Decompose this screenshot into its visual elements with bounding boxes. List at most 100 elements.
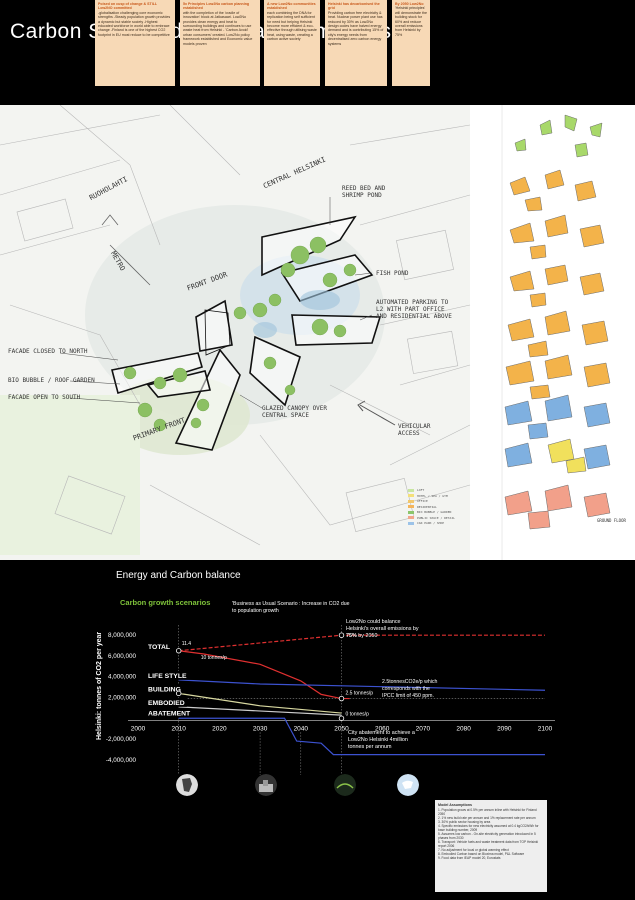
legend: LOFT HOTEL / SPA / GYM OFFICE RESIDENTIA… [408, 488, 474, 527]
bau-note: 'Business as Usual Scenario : Increase i… [232, 601, 350, 607]
x-tick-label: 2080 [456, 725, 471, 732]
series-label: BUILDING [148, 686, 181, 693]
x-tick-label: 2010 [171, 725, 186, 732]
assumption-item: 7. No adjustment for local or global war… [438, 848, 509, 852]
series-label-bg [146, 708, 192, 718]
x-tick-label: 2100 [538, 725, 553, 732]
low2no-note: 75% by 2050 [346, 633, 377, 639]
legend-item: PUBLIC SPACE / RETAIL [408, 516, 474, 520]
assumption-item: 3. 30% public sector housing by area [438, 820, 491, 824]
legend-swatch [408, 521, 414, 525]
series-line-abatement [178, 717, 545, 756]
legend-swatch [408, 505, 414, 508]
model-assumptions: Model Assumptions 1. Population grows at… [435, 800, 547, 892]
low2no-note: Helsinki's overall emissions by [346, 626, 419, 632]
assumption-item: 8. Embodied Carbon based on Bioxima mode… [438, 852, 525, 856]
timeline-box-body: -globalisation challenging core economic… [98, 10, 171, 37]
data-point [338, 695, 345, 702]
label-facade-north: FACADE CLOSED TO NORTH [8, 348, 88, 355]
x-tick-label: 2000 [131, 725, 146, 732]
abatement-note: tonnes per annum [348, 744, 392, 750]
label-ground-floor: GROUND FLOOR [597, 518, 626, 523]
legend-label: BIO BUBBLE / GARDEN [417, 510, 452, 514]
series-label: EMBODIED [148, 700, 185, 707]
series-line-life-style [178, 679, 546, 691]
ipcc-note: IPCC limit of 450 ppm. [382, 693, 434, 699]
assumption-item: 9. Food data from IEAP model 20, Eurosta… [438, 856, 501, 860]
x-tick-label: 2020 [212, 725, 227, 732]
timeline-box-heading: A new Low2No communities established [267, 2, 316, 11]
data-point [338, 715, 345, 721]
legend-label: CAR PARK / SHOP [417, 521, 445, 525]
timeline-box-body: 'Helsinki principles' will demonstrate t… [395, 6, 427, 37]
data-point [175, 648, 182, 654]
legend-swatch [408, 488, 414, 492]
series-line-building [178, 692, 342, 714]
y-tick-label: 2,000,000 [108, 695, 137, 702]
assumption-item: 4. Specific emissions for new electricit… [438, 824, 539, 832]
x-tick-label: 2070 [416, 725, 431, 732]
legend-item: OFFICE [408, 499, 474, 503]
label-facade-south: FACADE OPEN TO SOUTH [8, 394, 81, 401]
legend-item: RESIDENTIAL [408, 505, 474, 509]
point-label-10t: 10 tonnes/p [201, 655, 227, 661]
legend-label: PUBLIC SPACE / RETAIL [417, 515, 455, 520]
assumption-item: 5. Assumes low carbon - On-site electric… [438, 832, 536, 840]
label-bio-bubble: BIO BUBBLE / ROOF GARDEN [8, 377, 95, 384]
legend-item: BIO BUBBLE / GARDEN [408, 510, 474, 514]
y-tick-label: 8,000,000 [108, 632, 137, 639]
series-label-bg [146, 641, 173, 651]
timeline-box-body: with the completion of the 'cradle of in… [183, 10, 253, 46]
x-tick-label: 2030 [253, 725, 268, 732]
legend-item: CAR PARK / SHOP [408, 521, 474, 525]
legend-swatch [408, 499, 414, 503]
assumption-item: 1. Population grows at 0.5% per annum in… [438, 808, 537, 816]
series-label: TOTAL [148, 644, 170, 651]
point-label-0t: 0 tonnes/p [346, 711, 370, 717]
assumption-item: 2. 1% new build rate per annum and 1% re… [438, 816, 536, 820]
legend-label: LOFT [417, 488, 425, 492]
legend-swatch [408, 516, 414, 519]
series-label: LIFE STYLE [148, 673, 187, 680]
x-tick-label: 2040 [294, 725, 309, 732]
label-parking: AUTOMATED PARKING TO L2 WITH PART OFFICE… [376, 299, 452, 320]
point-label-11-4: 11.4 [182, 641, 192, 647]
label-canopy: GLAZED CANOPY OVER CENTRAL SPACE [262, 405, 328, 419]
timeline-box-2040: Helsinki has decarbonised the grid Provi… [325, 0, 387, 86]
point-label-2-5t: 2.5 tonnes/p [346, 691, 374, 697]
bau-note-cont: to population growth [232, 608, 279, 614]
y-tick-label: -2,000,000 [106, 736, 137, 743]
timeline-box-heading: By 2050 Low2No [395, 2, 424, 6]
x-tick-label: 2050 [334, 725, 349, 732]
timeline-box-body: Providing carbon free electricity & heat… [328, 10, 384, 46]
photo-city [255, 774, 277, 796]
legend-swatch [408, 494, 414, 497]
legend-item: LOFT [408, 488, 474, 492]
timeline-box-heading: 5x Principles Low2No carbon planning est… [183, 2, 250, 11]
x-tick-label: 2060 [375, 725, 390, 732]
data-point [338, 632, 345, 638]
y-tick-label: 4,000,000 [108, 674, 137, 681]
legend-item: HOTEL / SPA / GYM [408, 494, 474, 498]
y-axis-label: Helsinki: tonnes of CO2 per year [96, 632, 103, 740]
chart-title: Carbon growth scenarios [120, 598, 210, 607]
abatement-note: City abatement to achieve a [348, 730, 415, 736]
site-plan-drawing [0, 105, 635, 560]
photo-grid [334, 774, 356, 796]
series-label: ABATEMENT [148, 710, 191, 717]
legend-label: RESIDENTIAL [417, 504, 437, 509]
label-reed-bed: REED BED AND SHRIMP POND [342, 185, 386, 199]
site-plan: RUOHOLAHTI CENTRAL HELSINKI METRO REED B… [0, 105, 635, 560]
ipcc-note: 2.5tonnesCO2e/p which [382, 679, 437, 685]
chart-section-heading: Energy and Carbon balance [116, 570, 241, 581]
low2no-note: Low2No could balance [346, 619, 401, 625]
timeline-box-body: each combining the DNA for replication b… [267, 10, 317, 42]
y-tick-label: -4,000,000 [106, 757, 137, 764]
model-assumptions-heading: Model Assumptions [438, 803, 473, 807]
photo-globe [397, 774, 419, 796]
series-label-bg [146, 684, 187, 694]
timeline-box-heading: Helsinki has decarbonised the grid [328, 2, 380, 11]
label-vehicular: VEHICULAR ACCESS [398, 423, 431, 437]
